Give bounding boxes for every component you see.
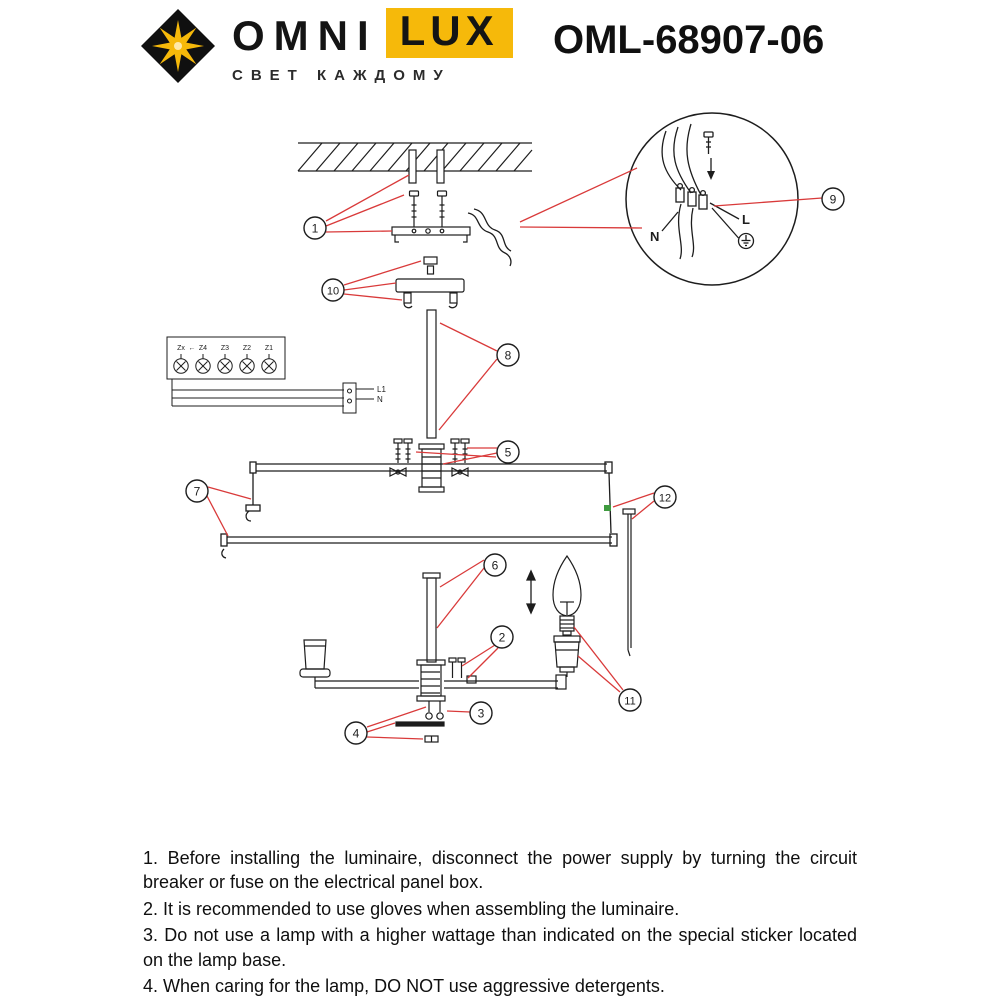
inset-neutral-label: N xyxy=(650,229,659,244)
wiring-inset xyxy=(625,112,799,286)
callout-3: 3 xyxy=(478,707,485,721)
brand-tagline: СВЕТ КАЖДОМУ xyxy=(232,67,451,84)
brand-lux-badge: LUX xyxy=(385,8,513,58)
brand-text: OMNI LUX СВЕТ КАЖДОМУ xyxy=(232,8,513,84)
mounting-plate xyxy=(391,190,471,243)
terminal-arrow: ← xyxy=(189,345,196,352)
frame-green-mark xyxy=(604,505,611,511)
logo-diamond-icon xyxy=(141,9,215,83)
frame xyxy=(220,461,618,559)
callout-10: 10 xyxy=(327,286,339,298)
brand-logo: OMNI LUX СВЕТ КАЖДОМУ xyxy=(140,8,513,84)
terminal-label-z3: Z3 xyxy=(221,345,229,352)
instruction-item-3: 3. Do not use a lamp with a higher watta… xyxy=(143,925,857,970)
lamp-socket xyxy=(553,635,581,677)
candle-bulb xyxy=(552,554,582,636)
instruction-item-2: 2. It is recommended to use gloves when … xyxy=(143,898,680,919)
upper-hub xyxy=(389,438,470,493)
callout-4: 4 xyxy=(353,727,360,741)
callouts: 1 2 3 4 5 6 7 8 9 10 11 12 xyxy=(185,187,845,745)
callout-8: 8 xyxy=(505,349,512,363)
callout-1: 1 xyxy=(312,222,319,236)
callout-2: 2 xyxy=(499,631,506,645)
terminal-label-zx: Zx xyxy=(177,345,185,352)
lower-rod xyxy=(422,572,441,663)
insert-arrow-icon xyxy=(525,569,537,615)
leader-lines xyxy=(206,167,823,740)
wire-l1-label: L1 xyxy=(377,385,386,394)
callout-7: 7 xyxy=(194,485,201,499)
instruction-item-4: 4. When caring for the lamp, DO NOT use … xyxy=(143,976,665,997)
canopy xyxy=(395,256,465,309)
terminal-label-z1: Z1 xyxy=(265,345,273,352)
instruction-item-1: 1. Before installing the luminaire, disc… xyxy=(143,848,857,893)
brand-omni: OMNI xyxy=(232,12,378,59)
callout-6: 6 xyxy=(492,559,499,573)
callout-5: 5 xyxy=(505,446,512,460)
callout-9: 9 xyxy=(830,193,837,207)
callout-11: 11 xyxy=(624,696,635,708)
arm-assembly xyxy=(299,639,567,743)
supply-wires xyxy=(467,208,512,267)
terminal-label-z2: Z2 xyxy=(243,345,251,352)
upper-rod xyxy=(426,309,437,439)
terminal-schematic xyxy=(166,336,374,414)
model-number: OML-68907-06 xyxy=(553,18,825,62)
callout-12: 12 xyxy=(659,493,671,505)
ceiling-hatch xyxy=(297,142,533,184)
terminal-label-z4: Z4 xyxy=(199,345,207,352)
side-rod xyxy=(622,508,636,657)
wire-n-label: N xyxy=(377,395,383,404)
inset-line-label: L xyxy=(742,212,750,227)
instructions-list: 1. Before installing the luminaire, disc… xyxy=(143,846,857,1000)
